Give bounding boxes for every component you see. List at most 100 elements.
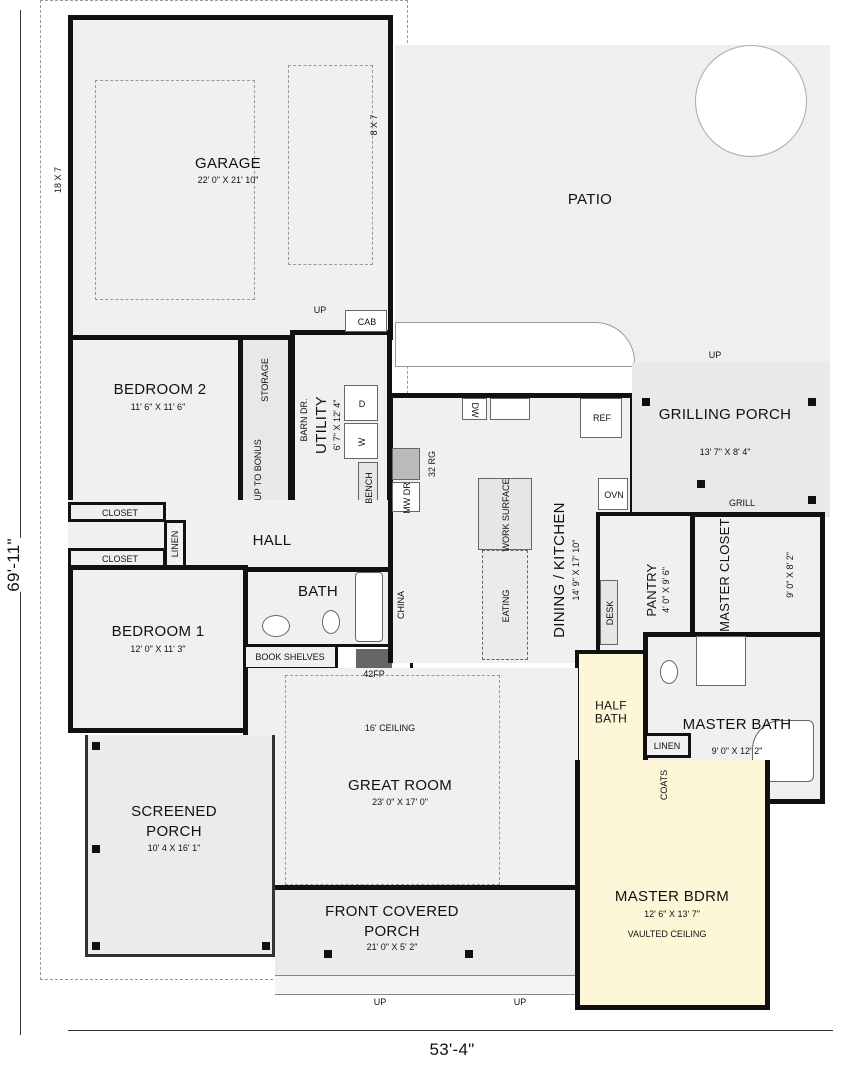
mw-label: MW DR <box>402 482 412 514</box>
linen-label: LINEN <box>170 530 180 558</box>
stairs-label: UP TO BONUS <box>253 439 263 501</box>
linen-closet: LINEN <box>164 520 186 568</box>
island-work-surface: WORK SURFACE <box>478 478 532 552</box>
great-room-ceiling: 16' CEILING <box>364 723 416 733</box>
car-outline <box>288 65 373 265</box>
fireplace-label: 42FP <box>363 669 385 679</box>
bathtub <box>355 572 383 642</box>
front-porch-size: 21' 0" X 5' 2" <box>366 942 418 952</box>
kitchen-label: DINING / KITCHEN <box>551 502 569 638</box>
pantry-label: PANTRY <box>644 563 660 617</box>
bedroom-2-label: BEDROOM 2 <box>113 381 207 399</box>
master-bdrm-label: MASTER BDRM <box>614 888 730 906</box>
utility-size: 6' 7" X 12' 4" <box>332 399 342 451</box>
dishwasher: DW <box>462 398 487 420</box>
porch-column <box>808 398 816 406</box>
storage-label: STORAGE <box>260 358 270 402</box>
dryer: D <box>344 385 378 421</box>
umbrella-icon <box>695 45 807 157</box>
closet-2-label: CLOSET <box>101 554 139 564</box>
eating-label: EATING <box>501 589 511 623</box>
master-bedroom <box>575 760 770 1010</box>
porch-column <box>697 480 705 488</box>
range-label: 32 RG <box>427 450 437 478</box>
porch-column <box>92 845 100 853</box>
washer: W <box>344 423 378 459</box>
cabinet: CAB <box>345 310 387 332</box>
book-shelves: BOOK SHELVES <box>243 644 338 670</box>
porch-column <box>642 398 650 406</box>
garage <box>68 15 393 340</box>
ref-label: REF <box>593 413 611 423</box>
desk: DESK <box>600 580 618 645</box>
bedroom-1-label: BEDROOM 1 <box>111 623 205 641</box>
bedroom-1-size: 12' 0" X 11' 3" <box>130 644 186 654</box>
screened-porch-size: 10' 4 X 16' 1" <box>147 843 201 853</box>
washer-label: W <box>357 437 367 447</box>
shower <box>696 636 746 686</box>
microwave-drawer: MW DR <box>392 482 420 514</box>
master-bath-size: 9' 0" X 12' 2" <box>711 746 763 756</box>
grilling-porch-size: 13' 7" X 8' 4" <box>699 447 751 457</box>
patio-label: PATIO <box>567 191 613 209</box>
toilet <box>322 610 340 634</box>
fireplace-icon <box>356 649 392 669</box>
desk-label: DESK <box>605 600 615 626</box>
oven: OVN <box>598 478 628 510</box>
great-room-size: 23' 0" X 17' 0" <box>372 797 428 807</box>
porch-column <box>92 742 100 750</box>
garage-size: 22' 0" X 21' 10" <box>197 175 259 185</box>
porch-column <box>808 496 816 504</box>
eating-bar: EATING <box>482 550 528 660</box>
front-covered-porch <box>275 890 575 975</box>
porch-column <box>465 950 473 958</box>
book-shelves-label: BOOK SHELVES <box>255 652 325 662</box>
master-bdrm-ceiling: VAULTED CEILING <box>627 929 707 939</box>
front-steps <box>275 975 575 995</box>
work-surface-label: WORK SURFACE <box>501 478 511 552</box>
china-label: CHINA <box>396 590 406 620</box>
front-porch-up-right: UP <box>513 997 527 1007</box>
dryer-label: D <box>358 399 366 409</box>
bedroom-2 <box>68 335 243 505</box>
half-bath-label: HALF BATH <box>594 698 628 725</box>
bedroom-2-size: 11' 6" X 11' 6" <box>130 402 186 412</box>
grilling-porch <box>632 362 830 517</box>
bath-label: BATH <box>297 583 339 601</box>
porch-column <box>324 950 332 958</box>
master-closet <box>690 512 825 637</box>
closet-1: CLOSET <box>68 502 166 522</box>
car-outline <box>95 80 255 300</box>
depth-dimension: 69'-11" <box>4 538 24 592</box>
grill-label: GRILL <box>728 498 756 508</box>
bench-label: BENCH <box>364 472 374 504</box>
depth-dimension-line <box>20 10 21 1035</box>
front-porch-up-left: UP <box>373 997 387 1007</box>
garage-label: GARAGE <box>195 155 261 173</box>
kitchen-sink <box>490 398 530 420</box>
hall-label: HALL <box>252 532 292 550</box>
half-bath <box>575 650 647 765</box>
width-dimension-line <box>68 1030 833 1031</box>
patio-cutout <box>395 322 635 367</box>
cab-label: CAB <box>357 317 377 327</box>
dw-label: DW <box>470 402 480 418</box>
barn-door-label: BARN DR. <box>299 398 309 442</box>
master-closet-size: 9' 0" X 8' 2" <box>785 552 795 598</box>
sink <box>262 615 290 637</box>
screened-porch-label: SCREENED PORCH <box>131 803 217 840</box>
grilling-porch-label: GRILLING PORCH <box>658 406 792 424</box>
master-bdrm-size: 12' 6" X 13' 7" <box>644 909 700 919</box>
grilling-porch-up: UP <box>708 350 722 360</box>
pantry-size: 4' 0" X 9' 6" <box>661 567 671 613</box>
kitchen-size: 14' 9" X 17' 10" <box>571 539 581 601</box>
ceiling-outline <box>285 675 500 885</box>
front-porch-label: FRONT COVERED PORCH <box>325 903 459 940</box>
great-room-label: GREAT ROOM <box>347 777 453 795</box>
utility-label: UTILITY <box>313 396 331 454</box>
porch-column <box>92 942 100 950</box>
bedroom-1 <box>68 565 248 733</box>
closet-1-label: CLOSET <box>101 508 139 518</box>
master-bath-label: MASTER BATH <box>682 716 792 734</box>
